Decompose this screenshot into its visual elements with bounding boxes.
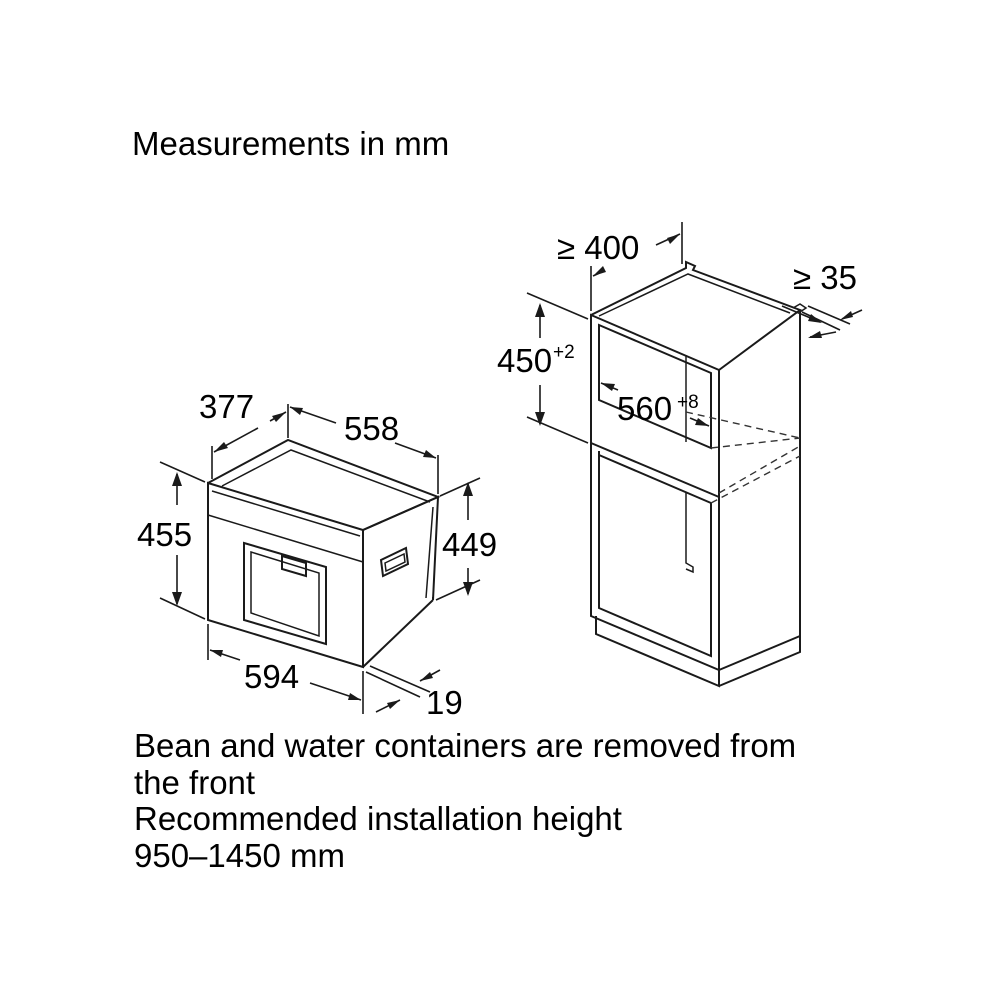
appliance-front-face (207, 481, 364, 669)
appliance-side-face (362, 495, 440, 601)
appliance-panel-line (207, 514, 364, 563)
shelf-front-bottom (598, 454, 712, 504)
dispenser-outer (243, 541, 327, 646)
dim-450: 450 +2 (497, 292, 589, 444)
dim-450-tolerance: +2 (553, 342, 575, 363)
dim-560-tolerance: +8 (677, 392, 699, 413)
dim-min-35-label: ≥ 35 (793, 259, 857, 296)
dim-min-400-label: ≥ 400 (557, 229, 639, 266)
dim-449: 449 (435, 477, 497, 601)
dim-594: 594 (207, 624, 364, 714)
installation-notes: Bean and water containers are removed fr… (134, 727, 797, 874)
appliance-side-edge (425, 506, 434, 599)
dim-558: 558 (289, 406, 439, 494)
cabinet-side-notch (792, 303, 808, 313)
inner-back-lower (685, 492, 694, 574)
side-handle-inner (384, 552, 406, 573)
cabinet-top-rim (598, 273, 791, 317)
dim-560-label: 560 (617, 390, 672, 427)
dispenser-inner (250, 550, 320, 638)
dim-min-35: ≥ 35 (781, 259, 863, 338)
note-line-4: 950–1450 mm (134, 836, 345, 874)
appliance-top-face (207, 438, 441, 531)
dim-377-label: 377 (199, 388, 254, 425)
shelf-depth-dash-3 (685, 411, 801, 439)
page-title: Measurements in mm (132, 125, 450, 162)
shelf-front-top (590, 442, 720, 498)
dim-455: 455 (137, 461, 206, 620)
note-line-2: the front (134, 763, 256, 801)
plinth (595, 616, 720, 688)
dim-560: 560 +8 (600, 382, 710, 427)
lower-opening (598, 455, 712, 658)
dim-455-label: 455 (137, 516, 192, 553)
appliance-bezel-line (211, 490, 361, 537)
dim-594-label: 594 (244, 658, 299, 695)
appliance-drawing (207, 438, 441, 669)
cabinet-side (718, 310, 801, 671)
dim-min-400: ≥ 400 (557, 222, 683, 311)
dim-450-label: 450 (497, 342, 552, 379)
side-handle (379, 546, 410, 578)
dim-19: 19 (365, 665, 463, 721)
appliance-side-bottom (362, 599, 434, 668)
appliance-top-rim (221, 449, 431, 503)
cabinet-drawing (590, 260, 808, 688)
dim-377: 377 (199, 388, 289, 479)
shelf-depth-dash-4 (718, 445, 801, 494)
shelf-depth-dash-2 (710, 455, 801, 504)
cabinet-top (590, 260, 803, 371)
note-line-3: Recommended installation height (134, 800, 622, 837)
note-line-1: Bean and water containers are removed fr… (134, 727, 797, 764)
dim-449-label: 449 (442, 526, 497, 563)
coffee-outlet (281, 554, 307, 578)
plinth-side (718, 636, 801, 687)
shelf-depth-dash-1 (710, 437, 801, 449)
dim-558-label: 558 (344, 410, 399, 447)
dim-19-label: 19 (426, 684, 463, 721)
